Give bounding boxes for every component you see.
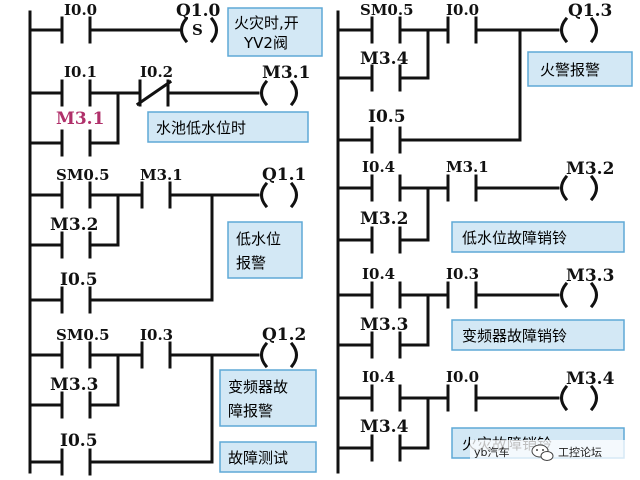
branch-i05-b [28, 353, 214, 476]
rung-q11-main [28, 181, 260, 209]
coil-q10 [180, 16, 218, 44]
note-q11-line2: 报警 [236, 254, 266, 272]
note-boxes [147, 7, 633, 473]
contact-i02-nc [135, 79, 260, 107]
coil-m34 [560, 384, 598, 412]
note-m31: 水池低水位时 [156, 119, 246, 137]
label-seal-m31: M3.1 [56, 109, 104, 129]
rung-m34-main [336, 384, 560, 412]
note-box-test [219, 441, 317, 473]
note-m33: 变频器故障销铃 [462, 327, 567, 345]
wechat-icon [531, 444, 554, 461]
note-box-m31 [147, 111, 309, 143]
note-m32: 低水位故障销铃 [462, 229, 567, 247]
note-q10-line1: 火灾时,开 [234, 14, 299, 32]
contact-i00-left [28, 16, 182, 44]
note-box-q13 [527, 51, 633, 87]
label-i02: I0.2 [140, 63, 173, 81]
watermark-backdrop [470, 440, 636, 462]
note-box-m32 [451, 221, 625, 253]
seal-contact-m34 [336, 396, 430, 462]
label-sm05-r1: SM0.5 [360, 1, 414, 19]
label-sm05-l3: SM0.5 [56, 166, 110, 184]
note-q12-line2: 障报警 [228, 402, 273, 420]
note-q13: 火警报警 [540, 61, 600, 79]
label-coil-m34: M3.4 [566, 369, 615, 389]
label-i00-r4: I0.0 [446, 368, 479, 386]
ladder-wiring [28, 10, 598, 476]
label-coil-m33: M3.3 [566, 266, 614, 286]
coil-q12 [260, 341, 298, 369]
label-m32-l3: M3.2 [50, 215, 98, 235]
label-seal-m32: M3.2 [360, 209, 408, 229]
note-box-q11 [227, 221, 303, 279]
label-i03-l4: I0.3 [140, 326, 173, 344]
label-m31-r2: M3.1 [446, 158, 489, 176]
label-m33-l4: M3.3 [50, 375, 98, 395]
label-i04-r4: I0.4 [362, 368, 395, 386]
label-i05-r1: I0.5 [368, 107, 406, 127]
label-coil-m31: M3.1 [262, 63, 310, 83]
label-i04-r2: I0.4 [362, 158, 395, 176]
note-q11-line1: 低水位 [236, 230, 281, 248]
branch-i05-r [336, 28, 522, 154]
note-test: 故障测试 [228, 449, 288, 467]
label-m31-l3: M3.1 [140, 166, 183, 184]
label-i05-l4: I0.5 [60, 431, 98, 451]
seal-contact-m31 [28, 91, 120, 157]
branch-m34 [336, 28, 430, 92]
label-i01: I0.1 [64, 63, 97, 81]
rung-q13-main [336, 16, 560, 44]
label-seal-m33: M3.3 [360, 315, 408, 335]
coil-q11 [260, 181, 298, 209]
contact-i01 [28, 79, 142, 107]
rung-q12-main [28, 341, 260, 369]
label-q13: Q1.3 [568, 1, 612, 21]
branch-i05-a [28, 193, 214, 314]
watermark-text: yb汽车 [474, 445, 510, 459]
label-i00-r1: I0.0 [446, 1, 479, 19]
note-box-m33 [451, 319, 625, 351]
coil-m31 [260, 79, 298, 107]
label-sm05-l4: SM0.5 [56, 326, 110, 344]
label-q11: Q1.1 [262, 165, 306, 185]
label-i00-left: I0.0 [64, 1, 97, 19]
label-i03-r3: I0.3 [446, 265, 479, 283]
label-i05-l3: I0.5 [60, 270, 98, 290]
branch-m33 [28, 353, 120, 419]
note-box-q12 [219, 369, 317, 427]
note-box-q10 [227, 7, 323, 57]
coil-m33 [560, 281, 598, 309]
rung-m33-main [336, 281, 560, 309]
label-coil-m32: M3.2 [566, 159, 614, 179]
label-q10: Q1.0 [176, 1, 221, 21]
rung-m32-main [336, 174, 560, 202]
label-m34-r1: M3.4 [360, 49, 409, 69]
branch-m32 [28, 193, 120, 259]
watermark-brand: 工控论坛 [558, 445, 602, 459]
note-q10-line2: YV2阀 [243, 34, 288, 52]
seal-contact-m33 [336, 293, 430, 359]
label-i04-r3: I0.4 [362, 265, 395, 283]
seal-contact-m32 [336, 186, 430, 254]
note-q12-line1: 变频器故 [228, 378, 288, 396]
coil-q13 [560, 16, 598, 44]
coil-m32 [560, 174, 598, 202]
coil-mark-set: S [192, 21, 203, 39]
label-seal-m34: M3.4 [360, 417, 409, 437]
label-q12: Q1.2 [262, 325, 306, 345]
